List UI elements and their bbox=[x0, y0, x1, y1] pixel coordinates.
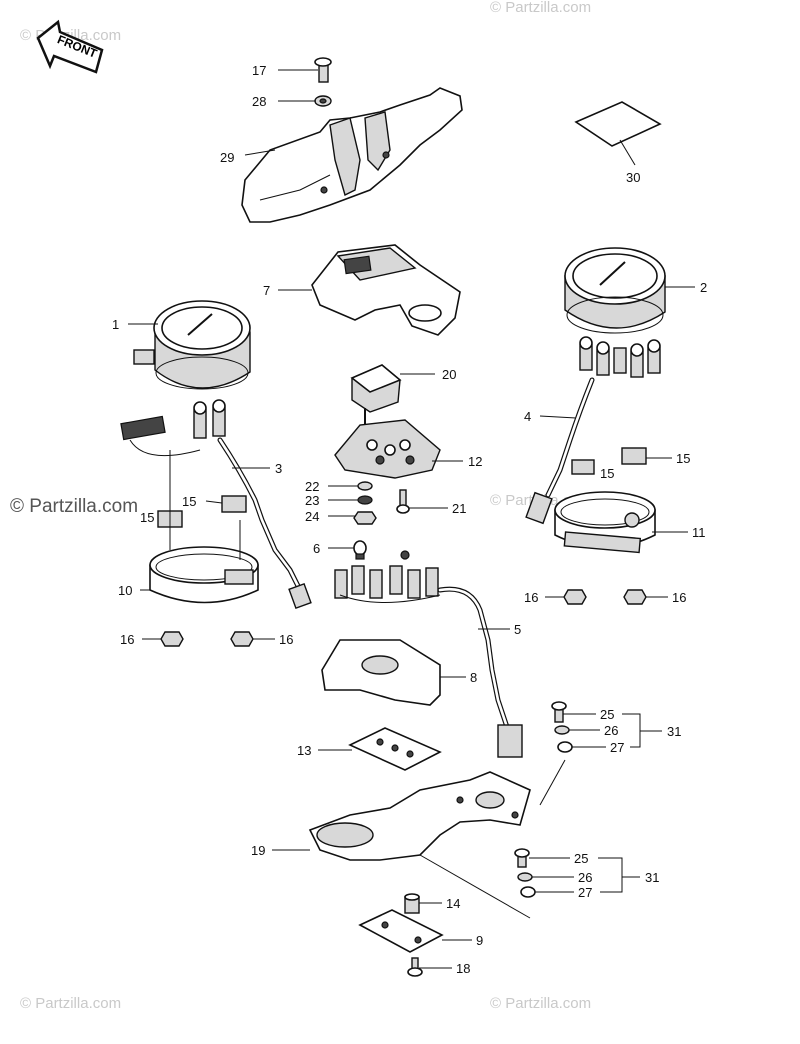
callout-16: 16 bbox=[524, 590, 538, 605]
callout-3: 3 bbox=[275, 461, 282, 476]
callout-27: 27 bbox=[610, 740, 624, 755]
cable-4-icon bbox=[525, 377, 595, 525]
callout-28: 28 bbox=[252, 94, 266, 109]
wire-harness-5-icon bbox=[437, 586, 523, 758]
callout-26: 26 bbox=[604, 723, 618, 738]
watermark: © Partzilla.com bbox=[490, 995, 591, 1012]
nut-24-icon bbox=[353, 511, 377, 525]
callout-labels: 17 28 29 30 7 2 1 20 4 12 3 15 15 15 15 … bbox=[112, 63, 707, 976]
callout-30: 30 bbox=[626, 170, 640, 185]
callout-24: 24 bbox=[305, 509, 319, 524]
watermark: © Partzilla.com bbox=[490, 0, 591, 16]
callout-8: 8 bbox=[470, 670, 477, 685]
callout-17: 17 bbox=[252, 63, 266, 78]
callout-23: 23 bbox=[305, 493, 319, 508]
screw-18-icon bbox=[407, 957, 423, 977]
tachometer-bulbs-icon bbox=[579, 336, 661, 378]
callout-14: 14 bbox=[446, 896, 460, 911]
bolt-25-icon bbox=[551, 701, 567, 723]
washer-23-icon bbox=[357, 495, 373, 505]
socket-harness-icon bbox=[334, 550, 441, 603]
callout-15: 15 bbox=[140, 510, 154, 525]
washer-28-icon bbox=[314, 95, 332, 107]
callout-16: 16 bbox=[120, 632, 134, 647]
callout-31: 31 bbox=[645, 870, 659, 885]
speedometer-1-icon bbox=[133, 300, 251, 390]
plate-9-icon bbox=[358, 909, 444, 953]
callout-12: 12 bbox=[468, 454, 482, 469]
callout-16: 16 bbox=[279, 632, 293, 647]
callout-25: 25 bbox=[600, 707, 614, 722]
mount-ring-10-icon bbox=[149, 450, 259, 604]
cable-3-icon bbox=[217, 437, 312, 610]
callout-22: 22 bbox=[305, 479, 319, 494]
watermark: © Partzilla.com bbox=[10, 496, 138, 517]
callout-9: 9 bbox=[476, 933, 483, 948]
speedometer-bulbs-icon bbox=[193, 399, 226, 439]
washer-27-icon bbox=[520, 886, 536, 898]
callout-20: 20 bbox=[442, 367, 456, 382]
screw-17-icon bbox=[314, 57, 332, 83]
callout-19: 19 bbox=[251, 843, 265, 858]
label-30-icon bbox=[574, 101, 662, 147]
callout-16: 16 bbox=[672, 590, 686, 605]
callout-2: 2 bbox=[700, 280, 707, 295]
washer-22-icon bbox=[357, 481, 373, 491]
washer-27-icon bbox=[557, 741, 573, 753]
callout-27: 27 bbox=[578, 885, 592, 900]
watermark: © Partzilla.com bbox=[20, 995, 121, 1012]
mount-ring-11-icon bbox=[554, 491, 656, 554]
callout-1: 1 bbox=[112, 317, 119, 332]
speedometer-clip-icon bbox=[120, 415, 201, 457]
callout-18: 18 bbox=[456, 961, 470, 976]
callout-5: 5 bbox=[514, 622, 521, 637]
callout-6: 6 bbox=[313, 541, 320, 556]
callout-13: 13 bbox=[297, 743, 311, 758]
callout-4: 4 bbox=[524, 409, 531, 424]
meter-housing-7-icon bbox=[311, 244, 461, 336]
callout-15: 15 bbox=[182, 494, 196, 509]
callout-29: 29 bbox=[220, 150, 234, 165]
indicator-unit-20-icon bbox=[350, 364, 402, 428]
washer-26-icon bbox=[554, 725, 570, 735]
meter-cover-29-icon bbox=[241, 87, 463, 223]
callout-10: 10 bbox=[118, 583, 132, 598]
callout-21: 21 bbox=[452, 501, 466, 516]
bolt-25-icon bbox=[514, 848, 530, 868]
rubber-pad-13-icon bbox=[348, 727, 442, 771]
collar-14-icon bbox=[404, 893, 420, 914]
callout-26: 26 bbox=[578, 870, 592, 885]
socket-plate-12-icon bbox=[334, 419, 441, 479]
screw-21-icon bbox=[396, 489, 410, 514]
callout-11: 11 bbox=[692, 525, 706, 540]
tachometer-2-icon bbox=[564, 247, 666, 334]
bracket-19-icon bbox=[308, 759, 566, 861]
clamp-15-icon bbox=[157, 447, 647, 528]
callout-31: 31 bbox=[667, 724, 681, 739]
callout-15: 15 bbox=[600, 466, 614, 481]
callout-25: 25 bbox=[574, 851, 588, 866]
nut-16-icon bbox=[160, 589, 647, 647]
bulb-6-icon bbox=[353, 540, 367, 560]
callout-7: 7 bbox=[263, 283, 270, 298]
callout-15: 15 bbox=[676, 451, 690, 466]
meter-base-8-icon bbox=[321, 639, 441, 706]
leader-lines bbox=[128, 69, 695, 969]
washer-26-icon bbox=[517, 872, 533, 882]
